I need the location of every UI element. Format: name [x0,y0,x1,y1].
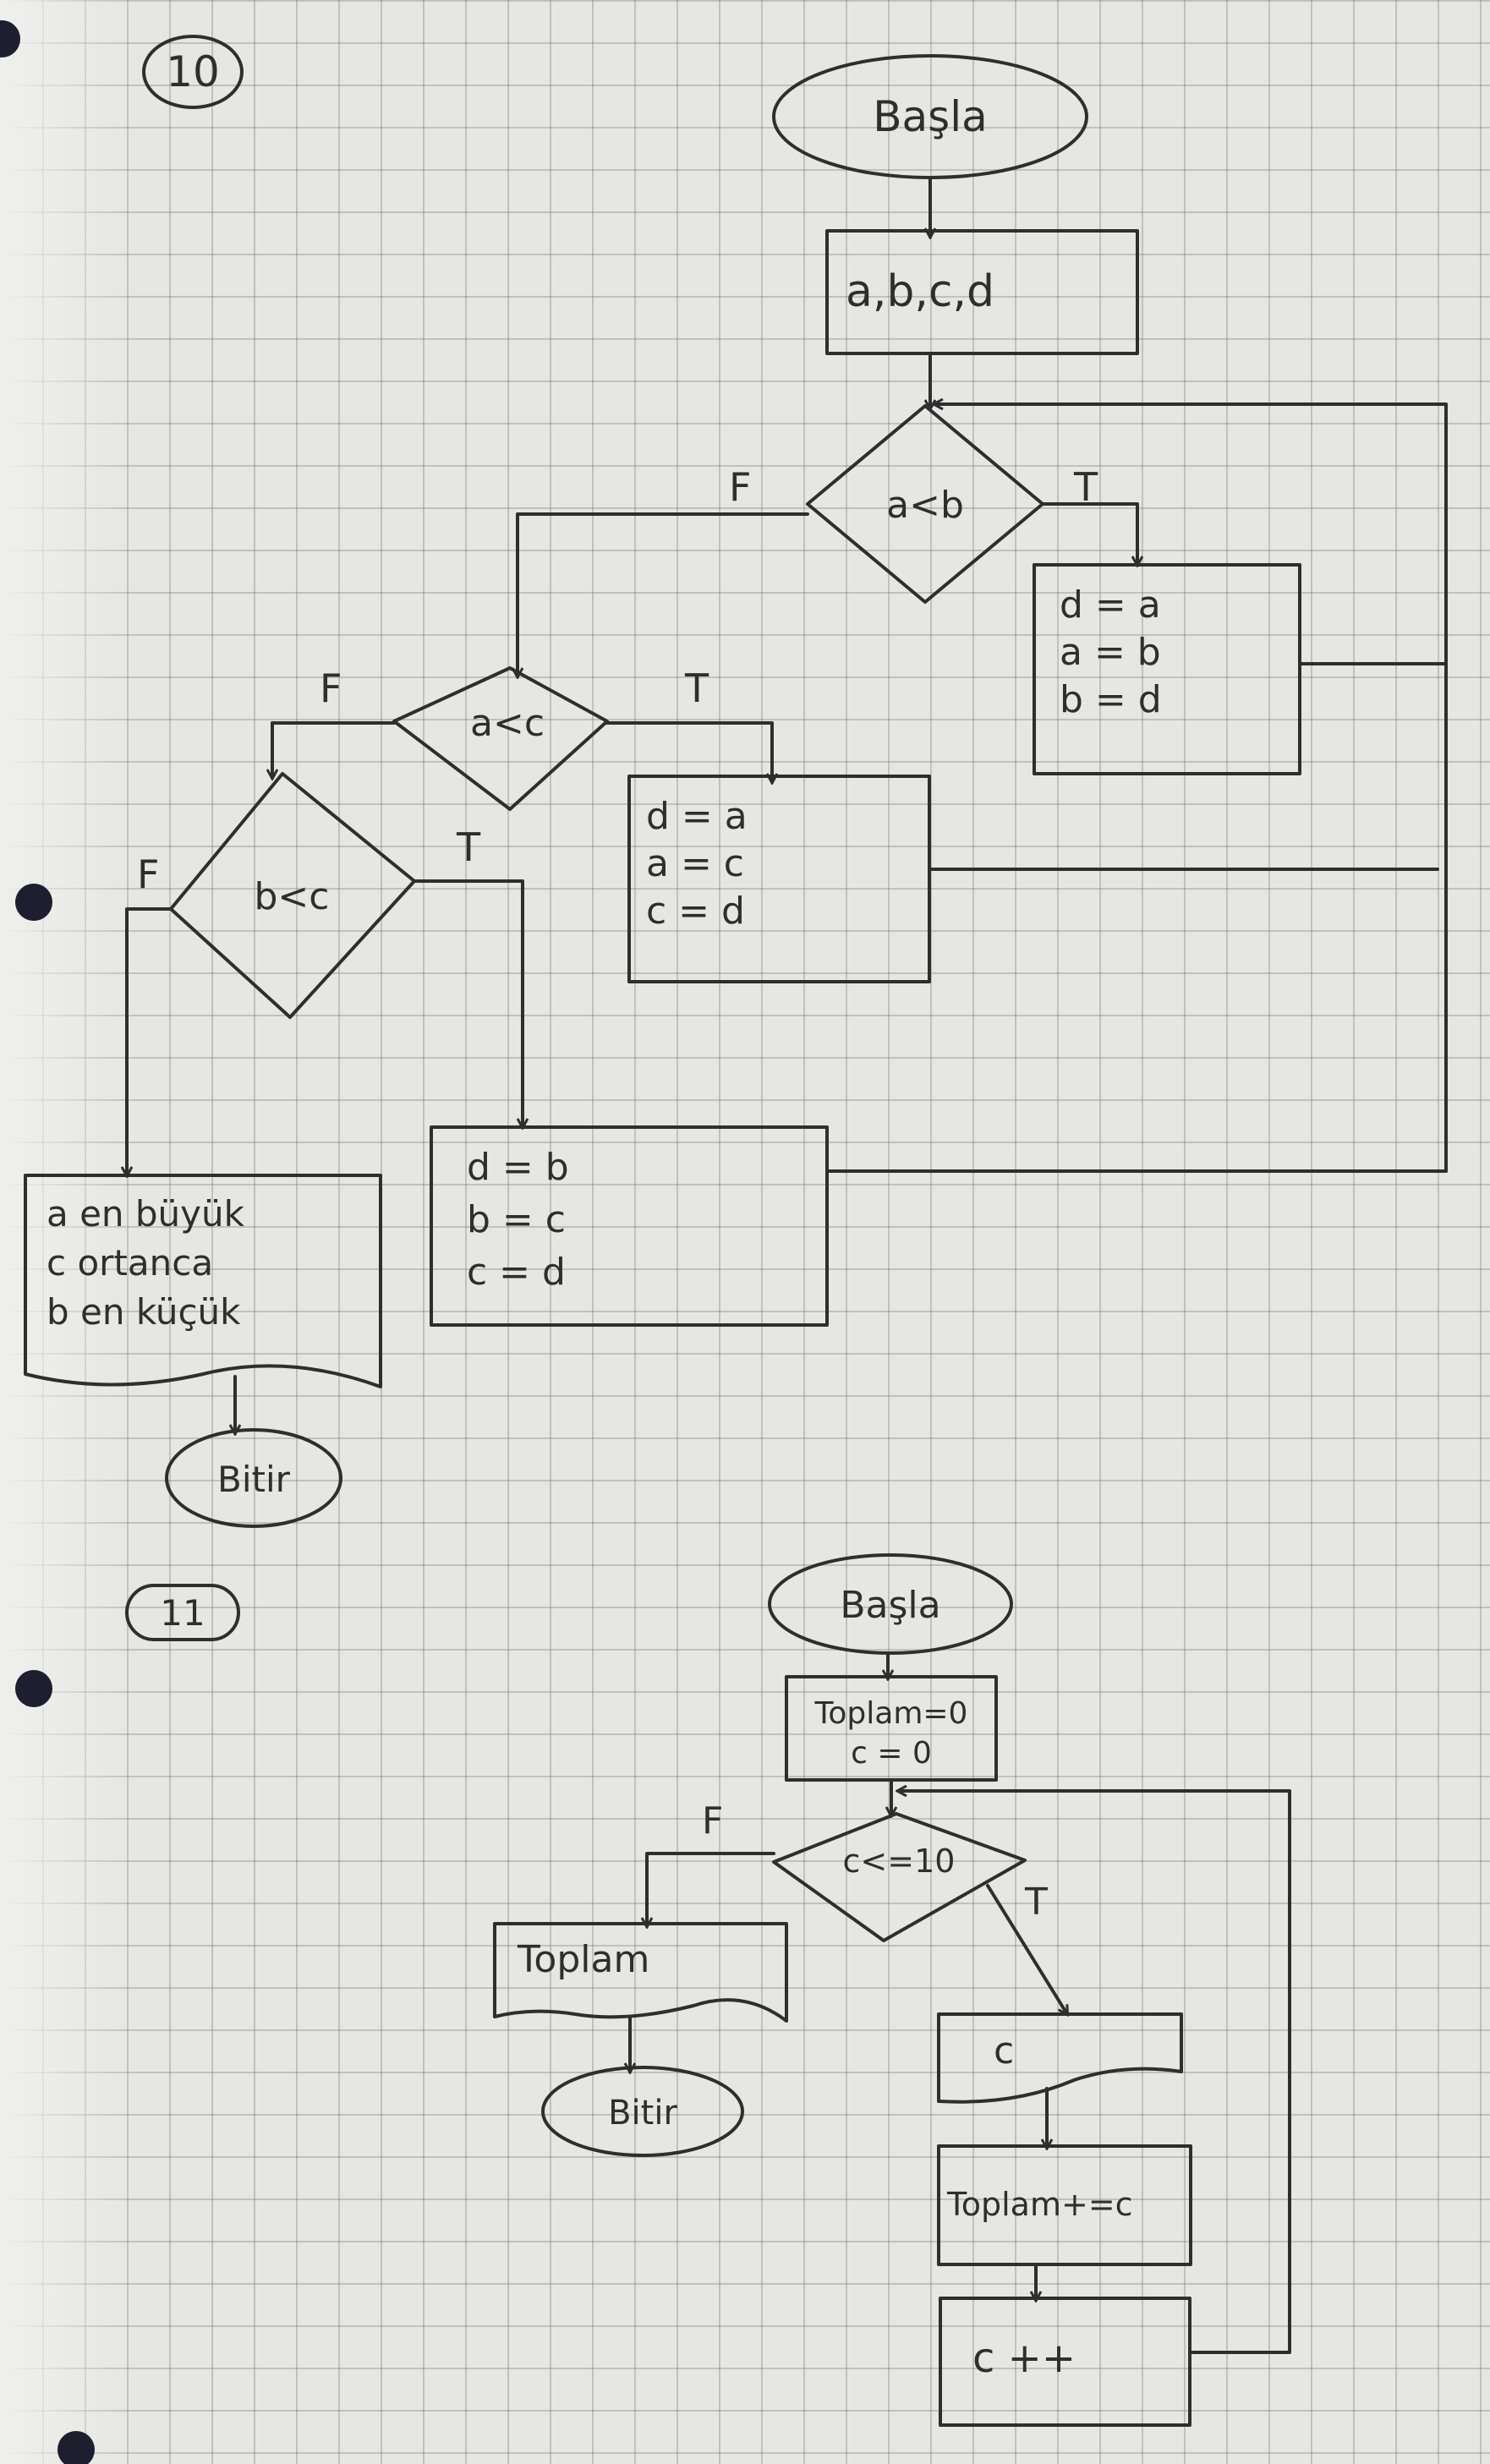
flow-arrow [986,1884,1067,2014]
loop-back-arrow [934,404,1448,1173]
problem-number-11: 11 [125,1584,240,1641]
swap-a-b-box: d = a a = b b = d [1033,563,1301,775]
svg-text:b = c: b = c [467,1198,566,1241]
start-terminal: Başla [772,54,1088,179]
svg-text:c = d: c = d [646,890,745,933]
svg-text:d = a: d = a [1060,583,1161,627]
increment-box: c ++ [939,2297,1191,2427]
svg-text:Toplam+=c: Toplam+=c [946,2186,1133,2223]
flow-arrow [647,1852,775,1926]
svg-text:c ortanca: c ortanca [47,1242,213,1284]
svg-text:a en büyük: a en büyük [47,1193,245,1235]
binder-hole [15,1670,52,1707]
flow-arrow [605,721,772,782]
svg-text:Toplam=0: Toplam=0 [814,1696,968,1731]
false-label: F [137,851,159,897]
swap-b-c-box: d = b b = c c = d [430,1125,829,1327]
svg-text:c: c [994,2029,1014,2072]
svg-text:b en küçük: b en küçük [47,1291,241,1333]
display-c-document: c [937,2012,1183,2104]
true-label: T [456,824,481,870]
binder-hole [58,2431,95,2464]
svg-text:d = a: d = a [646,795,748,838]
svg-text:c<=10: c<=10 [843,1843,956,1880]
flow-arrow [413,879,523,1127]
svg-text:a,b,c,d: a,b,c,d [846,266,994,317]
end-terminal: Bitir [541,2066,744,2157]
svg-text:11: 11 [160,1592,205,1634]
input-box: a,b,c,d [825,229,1139,355]
svg-text:10: 10 [166,47,220,96]
binder-hole [15,884,52,921]
add-box: Toplam+=c [937,2144,1192,2266]
init-box: Toplam=0 c = 0 [785,1675,998,1782]
svg-text:Başla: Başla [873,92,988,141]
flow-arrow [272,721,396,778]
decision-c-le-10: c<=10 [772,1812,1027,1942]
decision-a-lt-b: a<b [806,404,1044,604]
flow-arrow [127,907,173,1175]
svg-text:Toplam: Toplam [517,1938,649,1981]
true-label: T [1024,1881,1048,1924]
start-terminal: Başla [768,1553,1013,1655]
svg-text:Bitir: Bitir [608,2094,677,2133]
decision-a-lt-c: a<c [392,666,609,811]
decision-b-lt-c: b<c [169,772,416,1019]
svg-text:Başla: Başla [840,1584,940,1627]
problem-number-10: 10 [142,35,244,109]
false-label: F [320,665,342,711]
false-label: F [729,464,751,510]
svg-text:c ++: c ++ [972,2335,1076,2382]
swap-a-c-box: d = a a = c c = d [627,775,931,983]
svg-text:b<c: b<c [255,875,330,918]
flowchart-11: 11 Başla Toplam=0 c = 0 c<=10 F T [125,1553,1291,2427]
svg-text:b = d: b = d [1060,678,1162,721]
flowchart-10: 10 Başla a,b,c,d a<b F T d = a [24,35,1448,1528]
svg-text:a<c: a<c [470,702,545,745]
false-label: F [702,1799,723,1843]
output-document: Toplam [493,1922,788,2023]
svg-text:c = 0: c = 0 [851,1736,932,1771]
svg-text:a<b: a<b [886,484,964,527]
svg-text:c = d: c = d [467,1251,566,1294]
output-document: a en büyük c ortanca b en küçük [24,1174,382,1388]
flow-arrow [1041,502,1137,565]
flow-arrow [518,512,809,676]
svg-text:d = b: d = b [467,1146,569,1189]
svg-text:Bitir: Bitir [217,1459,291,1500]
svg-text:a = b: a = b [1060,631,1161,674]
loop-back-arrow [898,1791,1291,2354]
svg-text:a = c: a = c [646,842,744,885]
true-label: T [684,665,709,711]
end-terminal: Bitir [165,1428,342,1528]
